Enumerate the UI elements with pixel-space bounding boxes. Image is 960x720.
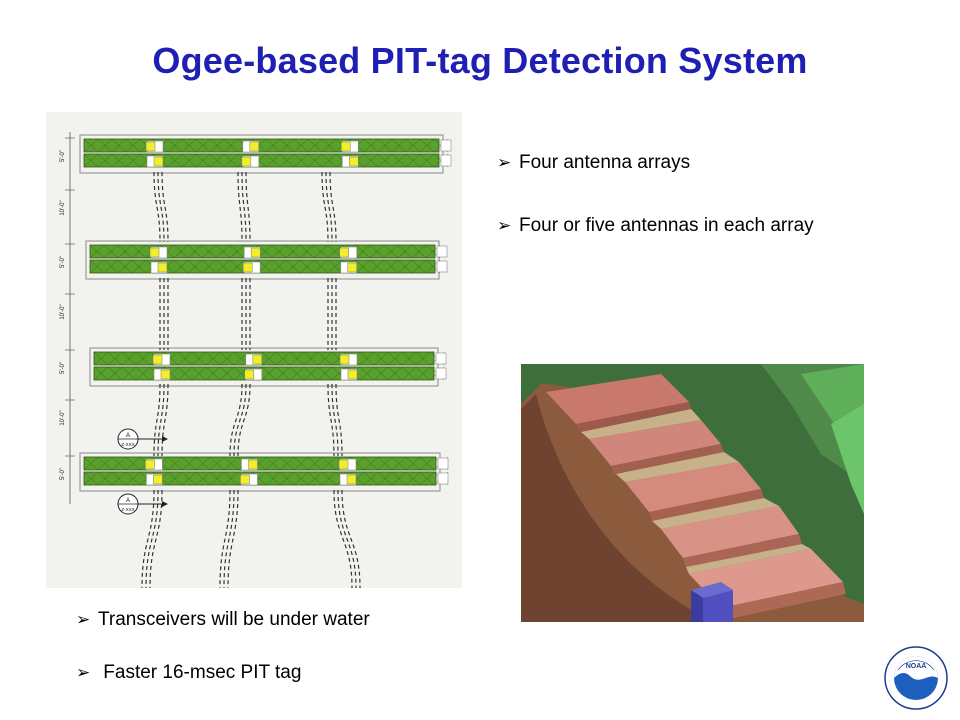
transceiver-module — [248, 459, 258, 470]
dimension-label: 5'-0" — [60, 362, 66, 374]
cable-run — [245, 171, 251, 243]
cable-run — [327, 383, 335, 457]
svg-text:A: A — [126, 498, 130, 504]
transceiver-module — [339, 354, 350, 365]
antenna-array — [79, 134, 452, 174]
transceiver-module — [249, 141, 260, 152]
transceiver-module — [153, 474, 163, 485]
transceiver-box — [691, 582, 733, 622]
cable-run — [229, 383, 243, 457]
bullet-four-antenna-arrays: ➢ Four antenna arrays — [497, 152, 690, 174]
cable-run — [149, 489, 163, 588]
section-callout: A Z-XXX — [117, 428, 168, 450]
bullet-faster-pit-tag: ➢ Faster 16-msec PIT tag — [76, 662, 301, 684]
ogee-3d-render — [521, 364, 864, 622]
antenna-array — [89, 347, 447, 387]
transceiver-module — [346, 474, 357, 485]
transceiver-module — [244, 369, 255, 380]
antenna-strip — [89, 244, 436, 259]
section-callout: A Z-XXX — [117, 493, 168, 515]
transceiver-module — [160, 369, 171, 380]
cable-run — [219, 489, 231, 588]
transceiver-module — [145, 141, 156, 152]
antenna-strip — [83, 471, 437, 486]
svg-text:A: A — [126, 433, 130, 439]
transceiver-module — [240, 474, 250, 485]
cable-run — [161, 383, 169, 457]
cable-run — [325, 171, 333, 243]
slide-title: Ogee-based PIT-tag Detection System — [152, 40, 808, 81]
noaa-logo-icon: NOAA — [884, 646, 948, 710]
cable-run — [157, 171, 165, 243]
cable-run — [141, 489, 155, 588]
cable-run — [321, 171, 329, 243]
transceiver-module — [347, 262, 357, 273]
transceiver-module — [145, 459, 155, 470]
antenna-array — [85, 240, 448, 280]
cable-run — [337, 489, 357, 588]
antenna-strip — [89, 259, 436, 274]
transceiver-module — [349, 156, 359, 167]
cable-run — [237, 171, 243, 243]
transceiver-module — [347, 369, 358, 380]
bullet-text: Faster 16-msec PIT tag — [98, 662, 302, 683]
antenna-strip — [83, 153, 440, 168]
bullet-text: Four antenna arrays — [519, 152, 691, 173]
transceiver-module — [341, 141, 351, 152]
transceiver-module — [153, 156, 164, 167]
cable-run — [233, 383, 247, 457]
antenna-strip — [83, 138, 440, 153]
transceiver-module — [241, 156, 252, 167]
bullet-transceivers-underwater: ➢ Transceivers will be under water — [76, 609, 370, 631]
cable-run — [227, 489, 239, 588]
cable-run — [153, 383, 161, 457]
cable-run — [153, 171, 161, 243]
bullet-arrow-icon: ➢ — [497, 153, 512, 172]
dimension-label: 5'-0" — [60, 150, 66, 162]
svg-text:Z-XXX: Z-XXX — [121, 442, 134, 447]
antenna-strip — [83, 456, 437, 471]
svg-text:Z-XXX: Z-XXX — [121, 507, 134, 512]
antenna-panels — [546, 374, 846, 620]
cable-run — [331, 383, 339, 457]
logo-text: NOAA — [906, 663, 927, 670]
dimension-label: 5'-0" — [60, 256, 66, 268]
transceiver-module — [252, 354, 263, 365]
cable-run — [145, 489, 159, 588]
transceiver-module — [338, 459, 349, 470]
bullet-arrow-icon: ➢ — [76, 610, 91, 629]
dimension-label: 5'-0" — [60, 468, 66, 480]
transceiver-module — [339, 247, 349, 258]
cable-run — [241, 171, 247, 243]
cable-run — [223, 489, 235, 588]
cable-run — [157, 383, 165, 457]
bullet-arrow-icon: ➢ — [497, 216, 512, 235]
transceiver-module — [149, 247, 160, 258]
bullet-text: Transceivers will be under water — [98, 609, 370, 630]
antenna-array-schematic: 5'-0" 10'-0" 5'-0" 10'-0" 5'-0" 10'-0" 5'-0" A… — [46, 112, 462, 588]
cable-run — [333, 489, 353, 588]
dimension-label: 10'-0" — [60, 304, 66, 319]
cable-run — [341, 489, 361, 588]
bullet-antennas-per-array: ➢ Four or five antennas in each array — [497, 215, 814, 237]
cable-run — [237, 383, 251, 457]
cable-run — [161, 171, 169, 243]
dimension-label: 10'-0" — [60, 410, 66, 425]
transceiver-module — [242, 262, 253, 273]
dimension-label: 10'-0" — [60, 200, 66, 215]
transceiver-module — [157, 262, 168, 273]
cable-run — [329, 171, 337, 243]
bullet-text: Four or five antennas in each array — [519, 215, 814, 236]
transceiver-module — [250, 247, 261, 258]
bullet-arrow-icon: ➢ — [76, 663, 91, 682]
cable-run — [335, 383, 343, 457]
antenna-array — [79, 452, 449, 492]
transceiver-module — [152, 354, 163, 365]
